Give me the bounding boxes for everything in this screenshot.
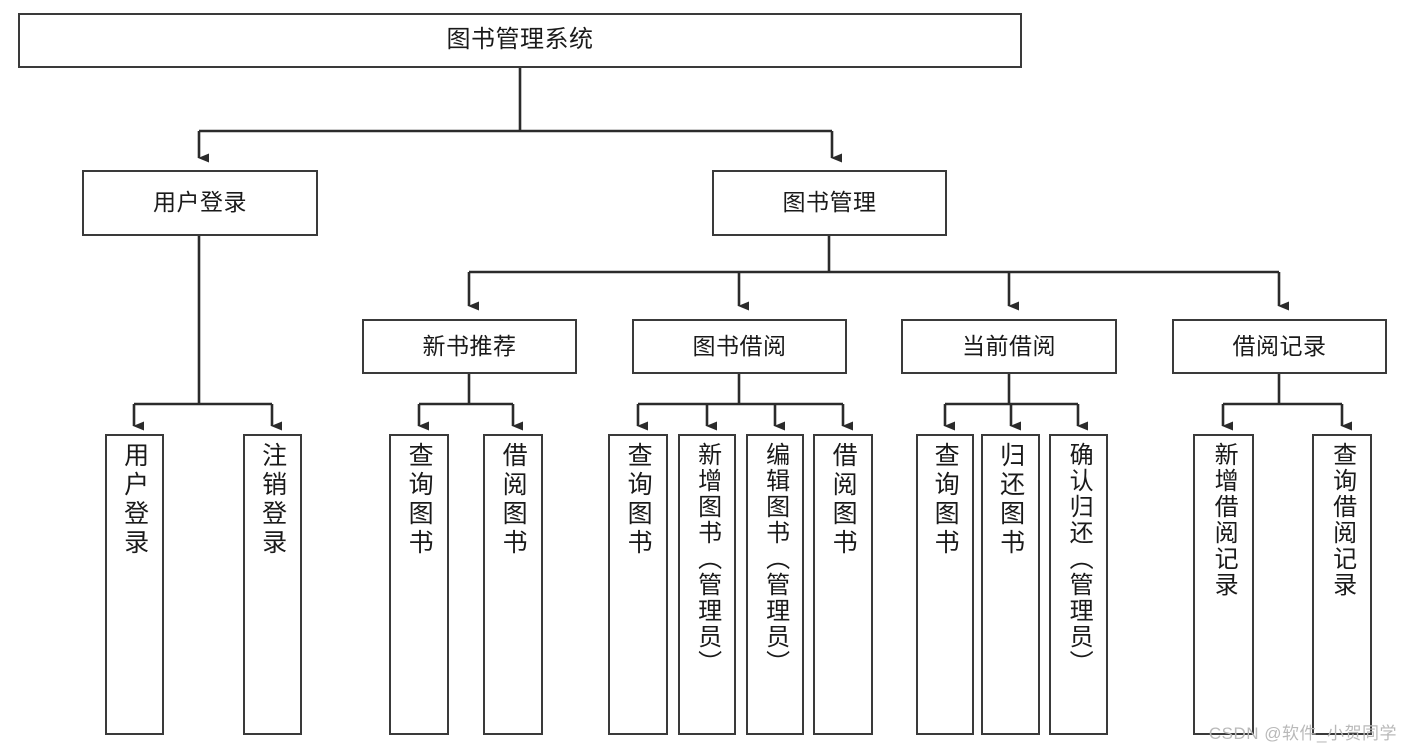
- node-book-management[interactable]: 图书管理: [712, 170, 947, 236]
- node-leaf-borrow-book-recommend[interactable]: 借阅图书: [483, 434, 543, 735]
- node-leaf-edit-book-label: 编辑图书（管理员）: [761, 442, 789, 676]
- node-leaf-add-book-label: 新增图书（管理员）: [693, 442, 721, 676]
- node-borrow-record-label: 借阅记录: [1232, 332, 1327, 359]
- node-leaf-query-borrow-record-label: 查询借阅记录: [1328, 442, 1356, 598]
- node-leaf-query-book-recommend[interactable]: 查询图书: [389, 434, 449, 735]
- node-leaf-query-book-borrow-label: 查询图书: [624, 442, 653, 558]
- node-leaf-query-book-current-label: 查询图书: [931, 442, 960, 558]
- node-leaf-query-book-current[interactable]: 查询图书: [916, 434, 974, 735]
- node-leaf-logout[interactable]: 注销登录: [243, 434, 302, 735]
- node-book-management-label: 图书管理: [782, 189, 877, 216]
- node-current-borrow[interactable]: 当前借阅: [901, 319, 1117, 374]
- node-leaf-user-login-label: 用户登录: [120, 442, 149, 558]
- node-leaf-user-login[interactable]: 用户登录: [105, 434, 164, 735]
- node-root-label: 图书管理系统: [446, 26, 594, 54]
- node-leaf-query-book-borrow[interactable]: 查询图书: [608, 434, 668, 735]
- node-leaf-logout-label: 注销登录: [258, 442, 287, 558]
- node-leaf-borrow-book-recommend-label: 借阅图书: [499, 442, 528, 558]
- node-leaf-add-borrow-record[interactable]: 新增借阅记录: [1193, 434, 1254, 735]
- node-book-borrow-label: 图书借阅: [692, 332, 787, 359]
- node-leaf-return-book-label: 归还图书: [996, 442, 1025, 558]
- node-book-borrow[interactable]: 图书借阅: [632, 319, 847, 374]
- watermark: CSDN @软件_小贺同学: [1208, 724, 1397, 743]
- node-leaf-edit-book[interactable]: 编辑图书（管理员）: [746, 434, 804, 735]
- node-leaf-add-book[interactable]: 新增图书（管理员）: [678, 434, 736, 735]
- node-leaf-add-borrow-record-label: 新增借阅记录: [1210, 442, 1238, 598]
- node-borrow-record[interactable]: 借阅记录: [1172, 319, 1387, 374]
- node-current-borrow-label: 当前借阅: [962, 332, 1056, 359]
- node-leaf-borrow-book[interactable]: 借阅图书: [813, 434, 873, 735]
- node-root[interactable]: 图书管理系统: [18, 13, 1022, 68]
- node-leaf-query-borrow-record[interactable]: 查询借阅记录: [1312, 434, 1372, 735]
- node-leaf-borrow-book-label: 借阅图书: [829, 442, 858, 558]
- node-leaf-return-book[interactable]: 归还图书: [981, 434, 1040, 735]
- node-user-login[interactable]: 用户登录: [82, 170, 318, 236]
- node-leaf-query-book-recommend-label: 查询图书: [405, 442, 434, 558]
- node-leaf-confirm-return[interactable]: 确认归还（管理员）: [1049, 434, 1108, 735]
- node-new-book-recommend[interactable]: 新书推荐: [362, 319, 577, 374]
- node-user-login-label: 用户登录: [153, 189, 247, 216]
- node-leaf-confirm-return-label: 确认归还（管理员）: [1065, 442, 1093, 676]
- node-new-book-recommend-label: 新书推荐: [422, 332, 517, 359]
